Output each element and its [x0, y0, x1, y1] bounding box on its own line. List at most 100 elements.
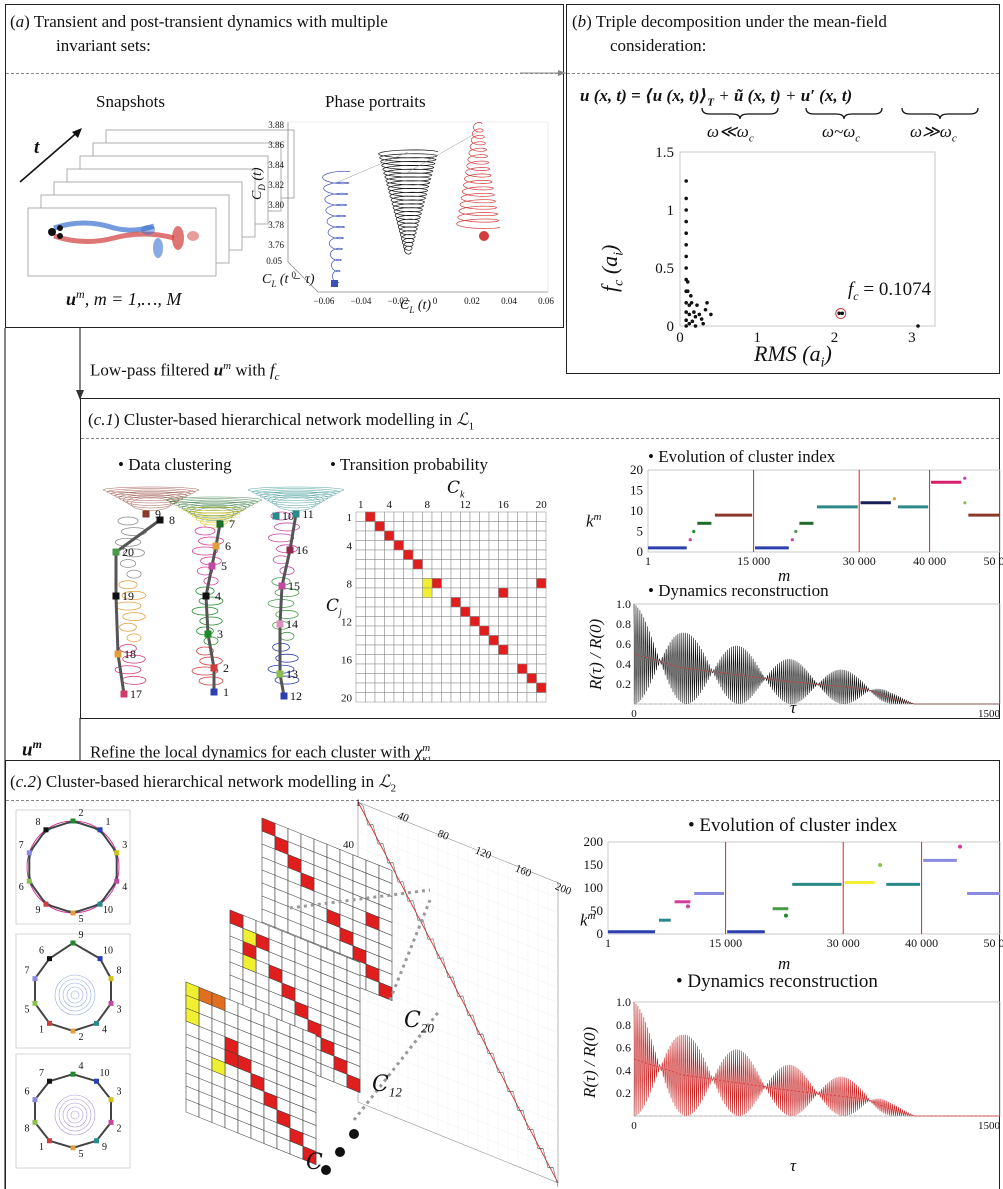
matrix-cell [365, 587, 376, 598]
brace-mid-freq: ω~ωc [822, 122, 861, 145]
matrix-cell [469, 644, 480, 655]
transition-cell-high [320, 1037, 335, 1057]
matrix-cell [469, 568, 480, 579]
cluster-node [216, 520, 224, 528]
matrix-cell [412, 663, 423, 674]
matrix-cell [412, 511, 423, 522]
trajectory-ring [173, 499, 255, 509]
trajectory-loop [196, 646, 214, 656]
matrix-cell [526, 606, 537, 617]
matrix-cell [422, 663, 433, 674]
matrix-cell [422, 521, 433, 532]
matrix-cell [526, 682, 537, 693]
loop-node-label: 6 [24, 1087, 29, 1098]
matrix-cell [498, 521, 509, 532]
loop-node-label: 7 [24, 966, 29, 977]
y-tick-label: 0.8 [616, 1018, 631, 1032]
trajectory-loop [126, 633, 142, 643]
x-tick-label: −0.02 [388, 296, 409, 306]
row-tick-label: 1 [347, 512, 353, 524]
data-point [684, 208, 688, 212]
loop-node-label: 5 [24, 1004, 29, 1015]
trajectory-loop [119, 644, 137, 653]
trajectory-loop [274, 675, 300, 685]
matrix-cell [460, 597, 471, 608]
cluster-node [276, 620, 284, 628]
matrix-cell [507, 663, 518, 674]
matrix-cell [517, 625, 528, 636]
matrix-cell [374, 559, 385, 570]
col-tick-label: 4 [387, 499, 393, 511]
matrix-cell [507, 530, 518, 541]
matrix-cell [441, 530, 452, 541]
cluster-label: 12 [290, 689, 302, 703]
x-tick-label: 40 000 [905, 936, 938, 950]
matrix-cell [431, 511, 442, 522]
data-point [684, 219, 688, 224]
row-tick-label: 20 [341, 692, 353, 704]
matrix-cell [488, 540, 499, 551]
matrix-cell [412, 540, 423, 551]
matrix-cell [441, 568, 452, 579]
matrix-cell [460, 578, 471, 589]
matrix-cell [536, 625, 547, 636]
matrix-cell [384, 606, 395, 617]
loop-node-label: 1 [39, 1142, 44, 1153]
matrix-cell [384, 549, 395, 560]
cluster-node [208, 562, 216, 570]
matrix-cell [412, 673, 423, 684]
loop-node-label: 8 [117, 966, 122, 977]
matrix-cell [422, 568, 433, 579]
matrix-cell [393, 635, 404, 646]
loop-node [70, 910, 76, 916]
matrix-cell [441, 511, 452, 522]
loop-node [114, 850, 120, 856]
y-tick-label: 0 [292, 270, 297, 280]
matrix-cell [507, 549, 518, 560]
matrix-cell [403, 682, 414, 693]
loop-node [43, 827, 49, 833]
matrix-cell [384, 587, 395, 598]
matrix-cell [393, 616, 404, 627]
matrix-cell [365, 616, 376, 627]
matrix-cell [365, 597, 376, 608]
loop-node [70, 1071, 76, 1077]
z-tick-label: 3.84 [268, 160, 284, 170]
tp-row-label: Cj [326, 596, 342, 619]
matrix-cell [441, 540, 452, 551]
trajectory-loop [275, 610, 299, 619]
phase-x-axis-label: CL (t) [400, 298, 432, 315]
matrix-cell [526, 597, 537, 608]
matrix-cell [469, 511, 480, 522]
trajectory-black [377, 149, 439, 255]
mean-curve [633, 1058, 1000, 1117]
matrix-cell [403, 663, 414, 674]
matrix-cell [517, 530, 528, 541]
matrix-cell [355, 578, 366, 589]
matrix-cell [422, 635, 433, 646]
matrix-cell [498, 568, 509, 579]
loop-node [32, 976, 38, 982]
y-tick-label: 0.6 [616, 637, 631, 651]
matrix-cell [536, 511, 547, 522]
matrix-cell [507, 606, 518, 617]
loop-node-label: 9 [79, 930, 84, 941]
matrix-cell [384, 635, 395, 646]
loop-node-label: 6 [19, 882, 24, 893]
transition-dot [685, 904, 690, 909]
transition-cell-high [289, 1127, 304, 1147]
spiral-ring [58, 1098, 92, 1132]
cluster-label: 16 [296, 543, 308, 557]
matrix-cell [479, 511, 490, 522]
matrix-cell [431, 692, 442, 703]
matrix-cell [460, 540, 471, 551]
matrix-cell [412, 635, 423, 646]
equation-underbraces [701, 107, 979, 120]
data-point [684, 318, 688, 322]
matrix-cell [479, 682, 490, 693]
matrix-cell [384, 663, 395, 674]
transition-cell-high [229, 909, 244, 929]
matrix-cell [393, 644, 404, 655]
